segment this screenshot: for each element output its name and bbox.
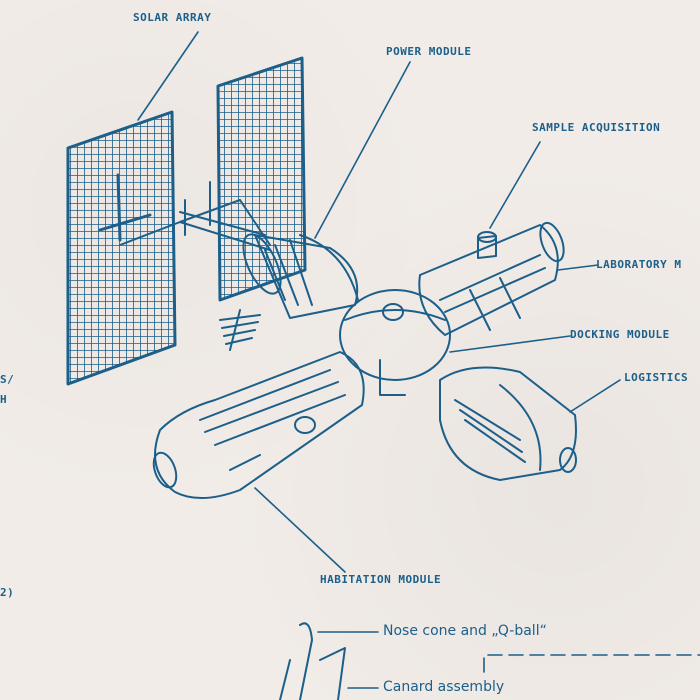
- label-solar-array: SOLAR ARRAY: [133, 11, 212, 24]
- label-nose-cone: Nose cone and „Q-ball“: [383, 623, 547, 639]
- docking-module-hub: [339, 289, 451, 396]
- solar-panel-left: [66, 110, 177, 386]
- rocket-sketch: [279, 622, 700, 700]
- label-logistics: LOGISTICS: [624, 371, 689, 384]
- laboratory-module: [418, 221, 565, 336]
- solar-panel-right: [216, 56, 307, 302]
- antenna: [219, 309, 261, 351]
- logistics-module: [439, 366, 577, 481]
- label-left-fragment-2: H: [0, 393, 8, 406]
- label-laboratory-module: LABORATORY M: [596, 258, 682, 271]
- label-left-fragment-3: 2): [0, 586, 15, 599]
- habitation-module: [152, 351, 365, 500]
- leader-lines: [137, 31, 621, 573]
- label-docking-module: DOCKING MODULE: [570, 328, 670, 341]
- label-left-fragment-1: S/: [0, 373, 15, 386]
- label-habitation-module: HABITATION MODULE: [320, 573, 442, 586]
- label-power-module: POWER MODULE: [386, 45, 472, 58]
- label-sample-acquisition: SAMPLE ACQUISITION: [532, 121, 661, 134]
- label-canard-assembly: Canard assembly: [383, 679, 505, 695]
